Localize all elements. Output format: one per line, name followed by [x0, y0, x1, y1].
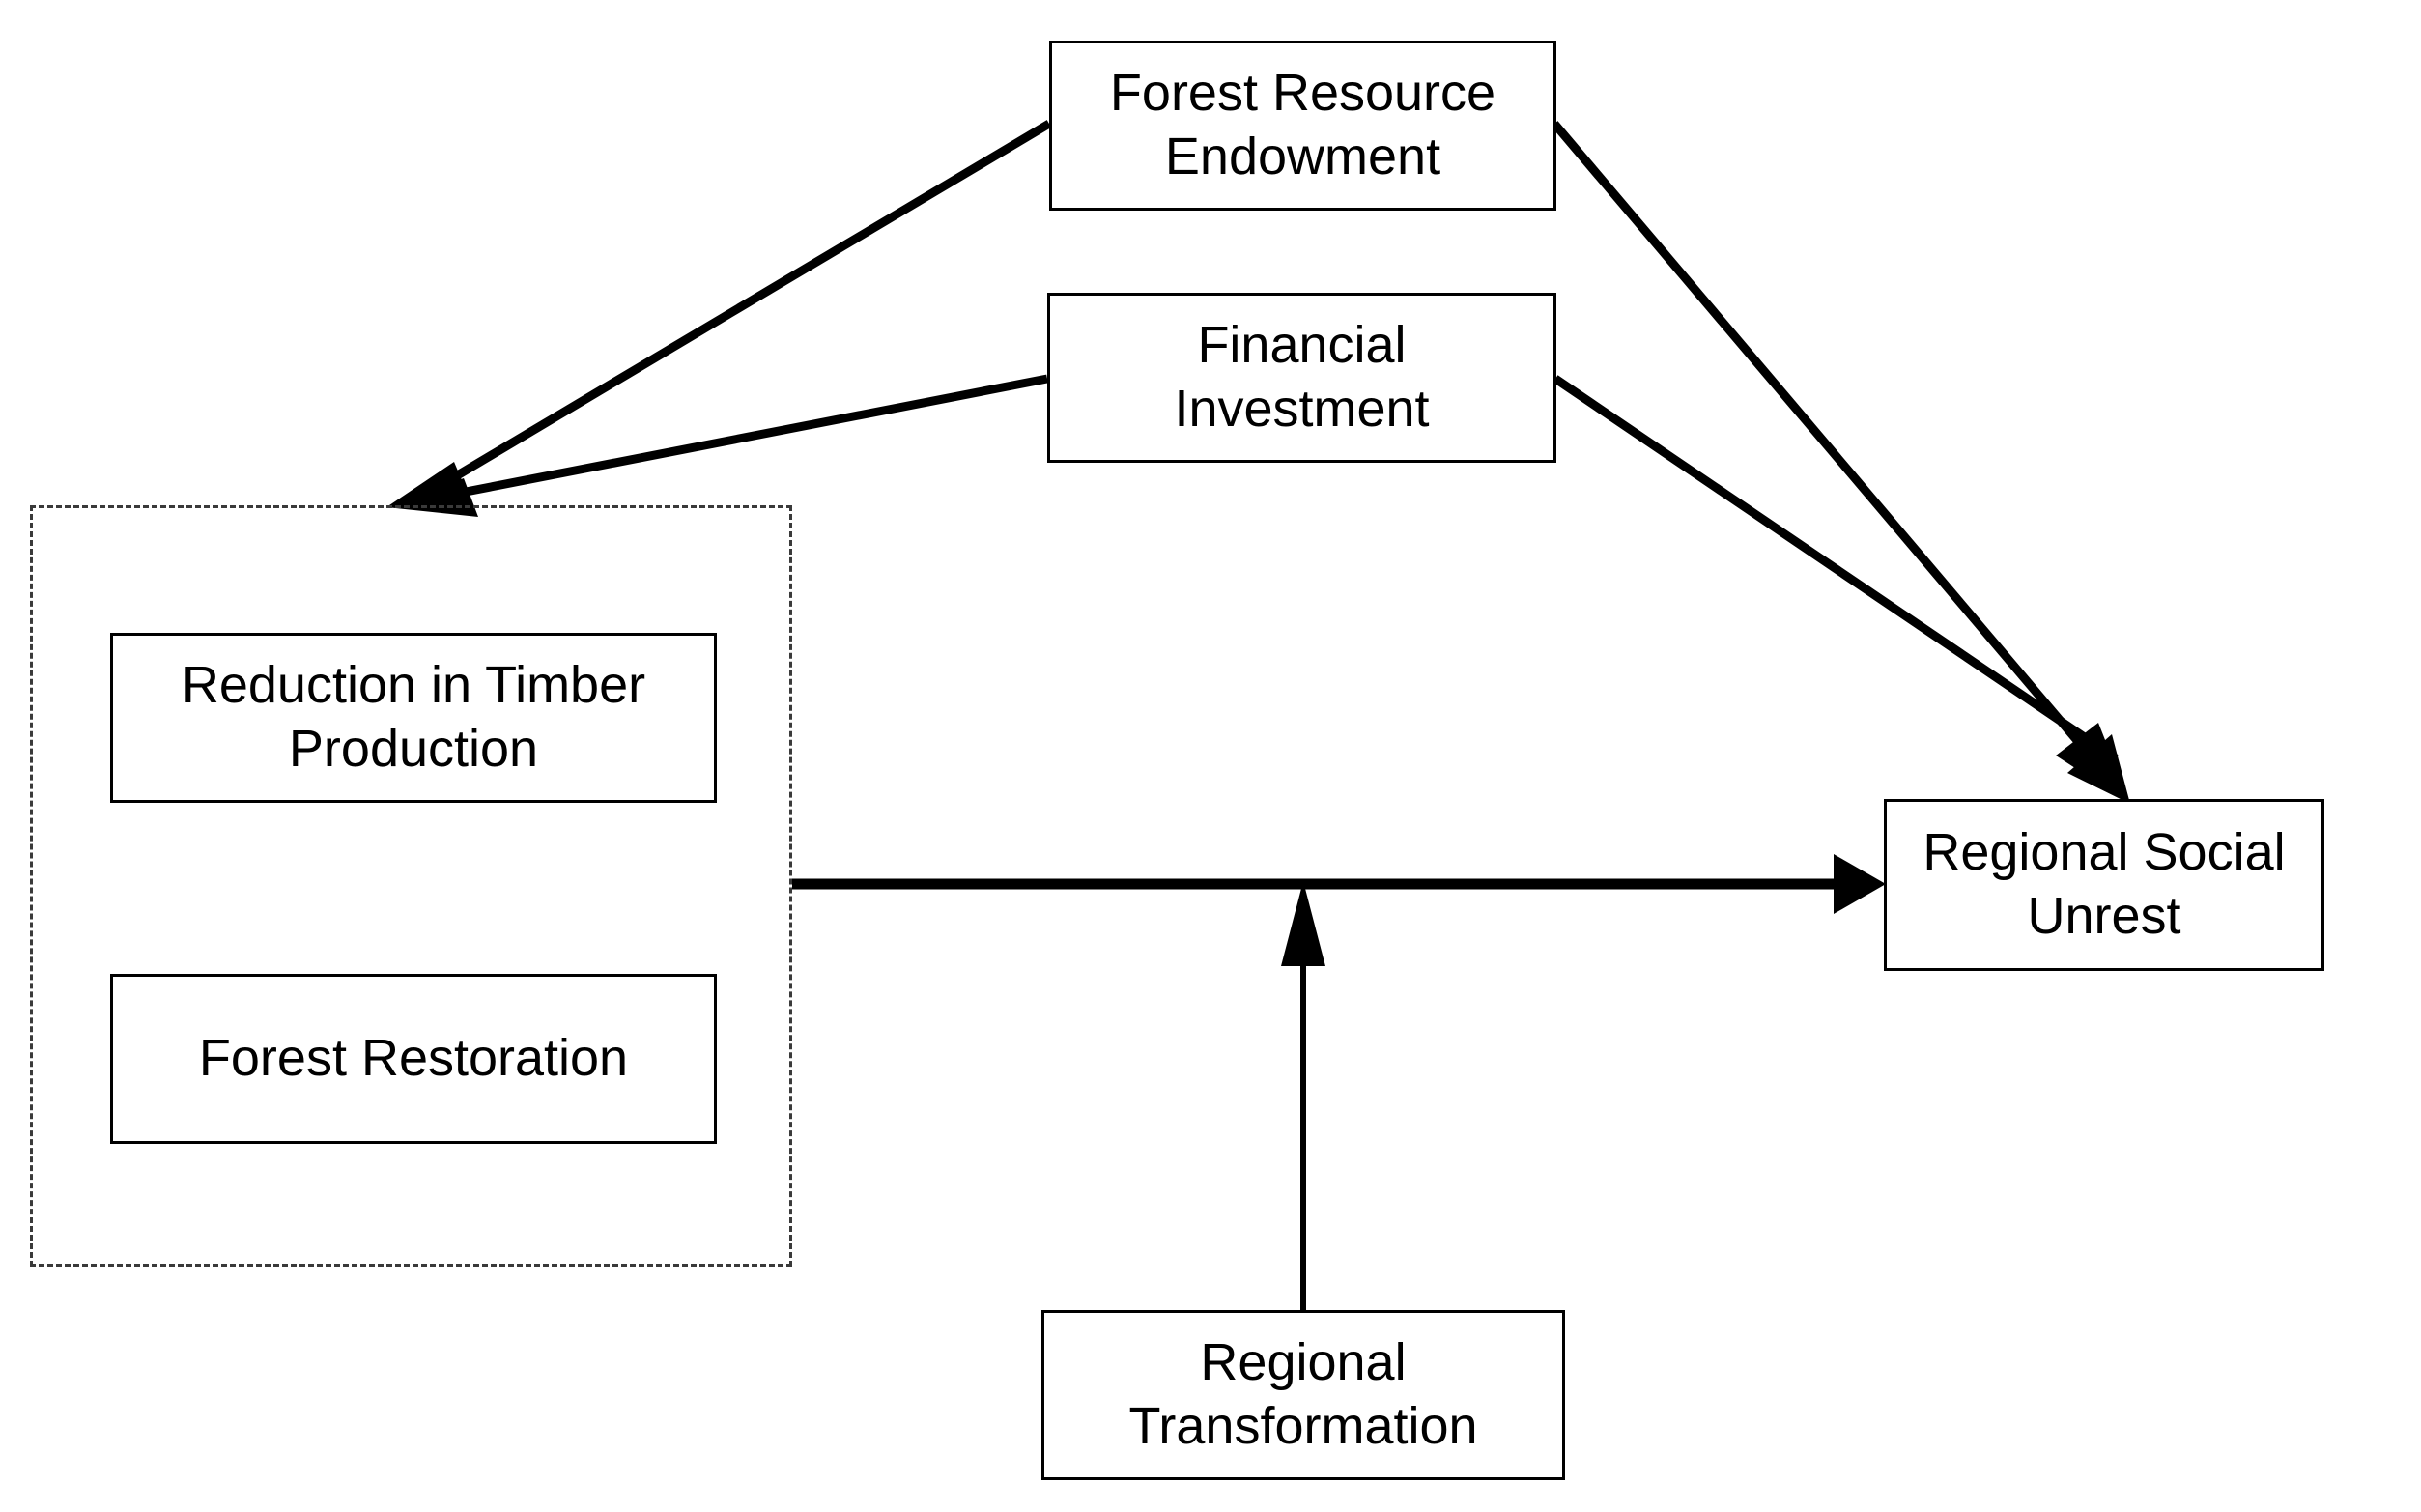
node-regional-social-unrest[interactable]: Regional Social Unrest: [1884, 799, 2324, 971]
policy-intervention-group-boundary: [30, 505, 792, 1267]
edge-investment-to-policy-group: [460, 374, 1048, 498]
edge-transformation-moderates-main-path: [1281, 881, 1325, 1310]
node-reduction-in-timber-production[interactable]: Reduction in Timber Production: [110, 633, 717, 803]
edge-investment-to-unrest: [1552, 375, 2119, 762]
node-regional-transformation[interactable]: Regional Transformation: [1041, 1310, 1565, 1480]
node-forest-resource-endowment[interactable]: Forest Resource Endowment: [1049, 41, 1556, 211]
edge-endowment-to-policy-group: [441, 120, 1052, 487]
arrowhead-into-regional-social-unrest: [2056, 723, 2130, 804]
edge-policy-group-to-unrest: [792, 854, 1886, 914]
node-forest-restoration[interactable]: Forest Restoration: [110, 974, 717, 1144]
edge-endowment-to-unrest: [1551, 121, 2100, 766]
node-financial-investment[interactable]: Financial Investment: [1047, 293, 1556, 463]
